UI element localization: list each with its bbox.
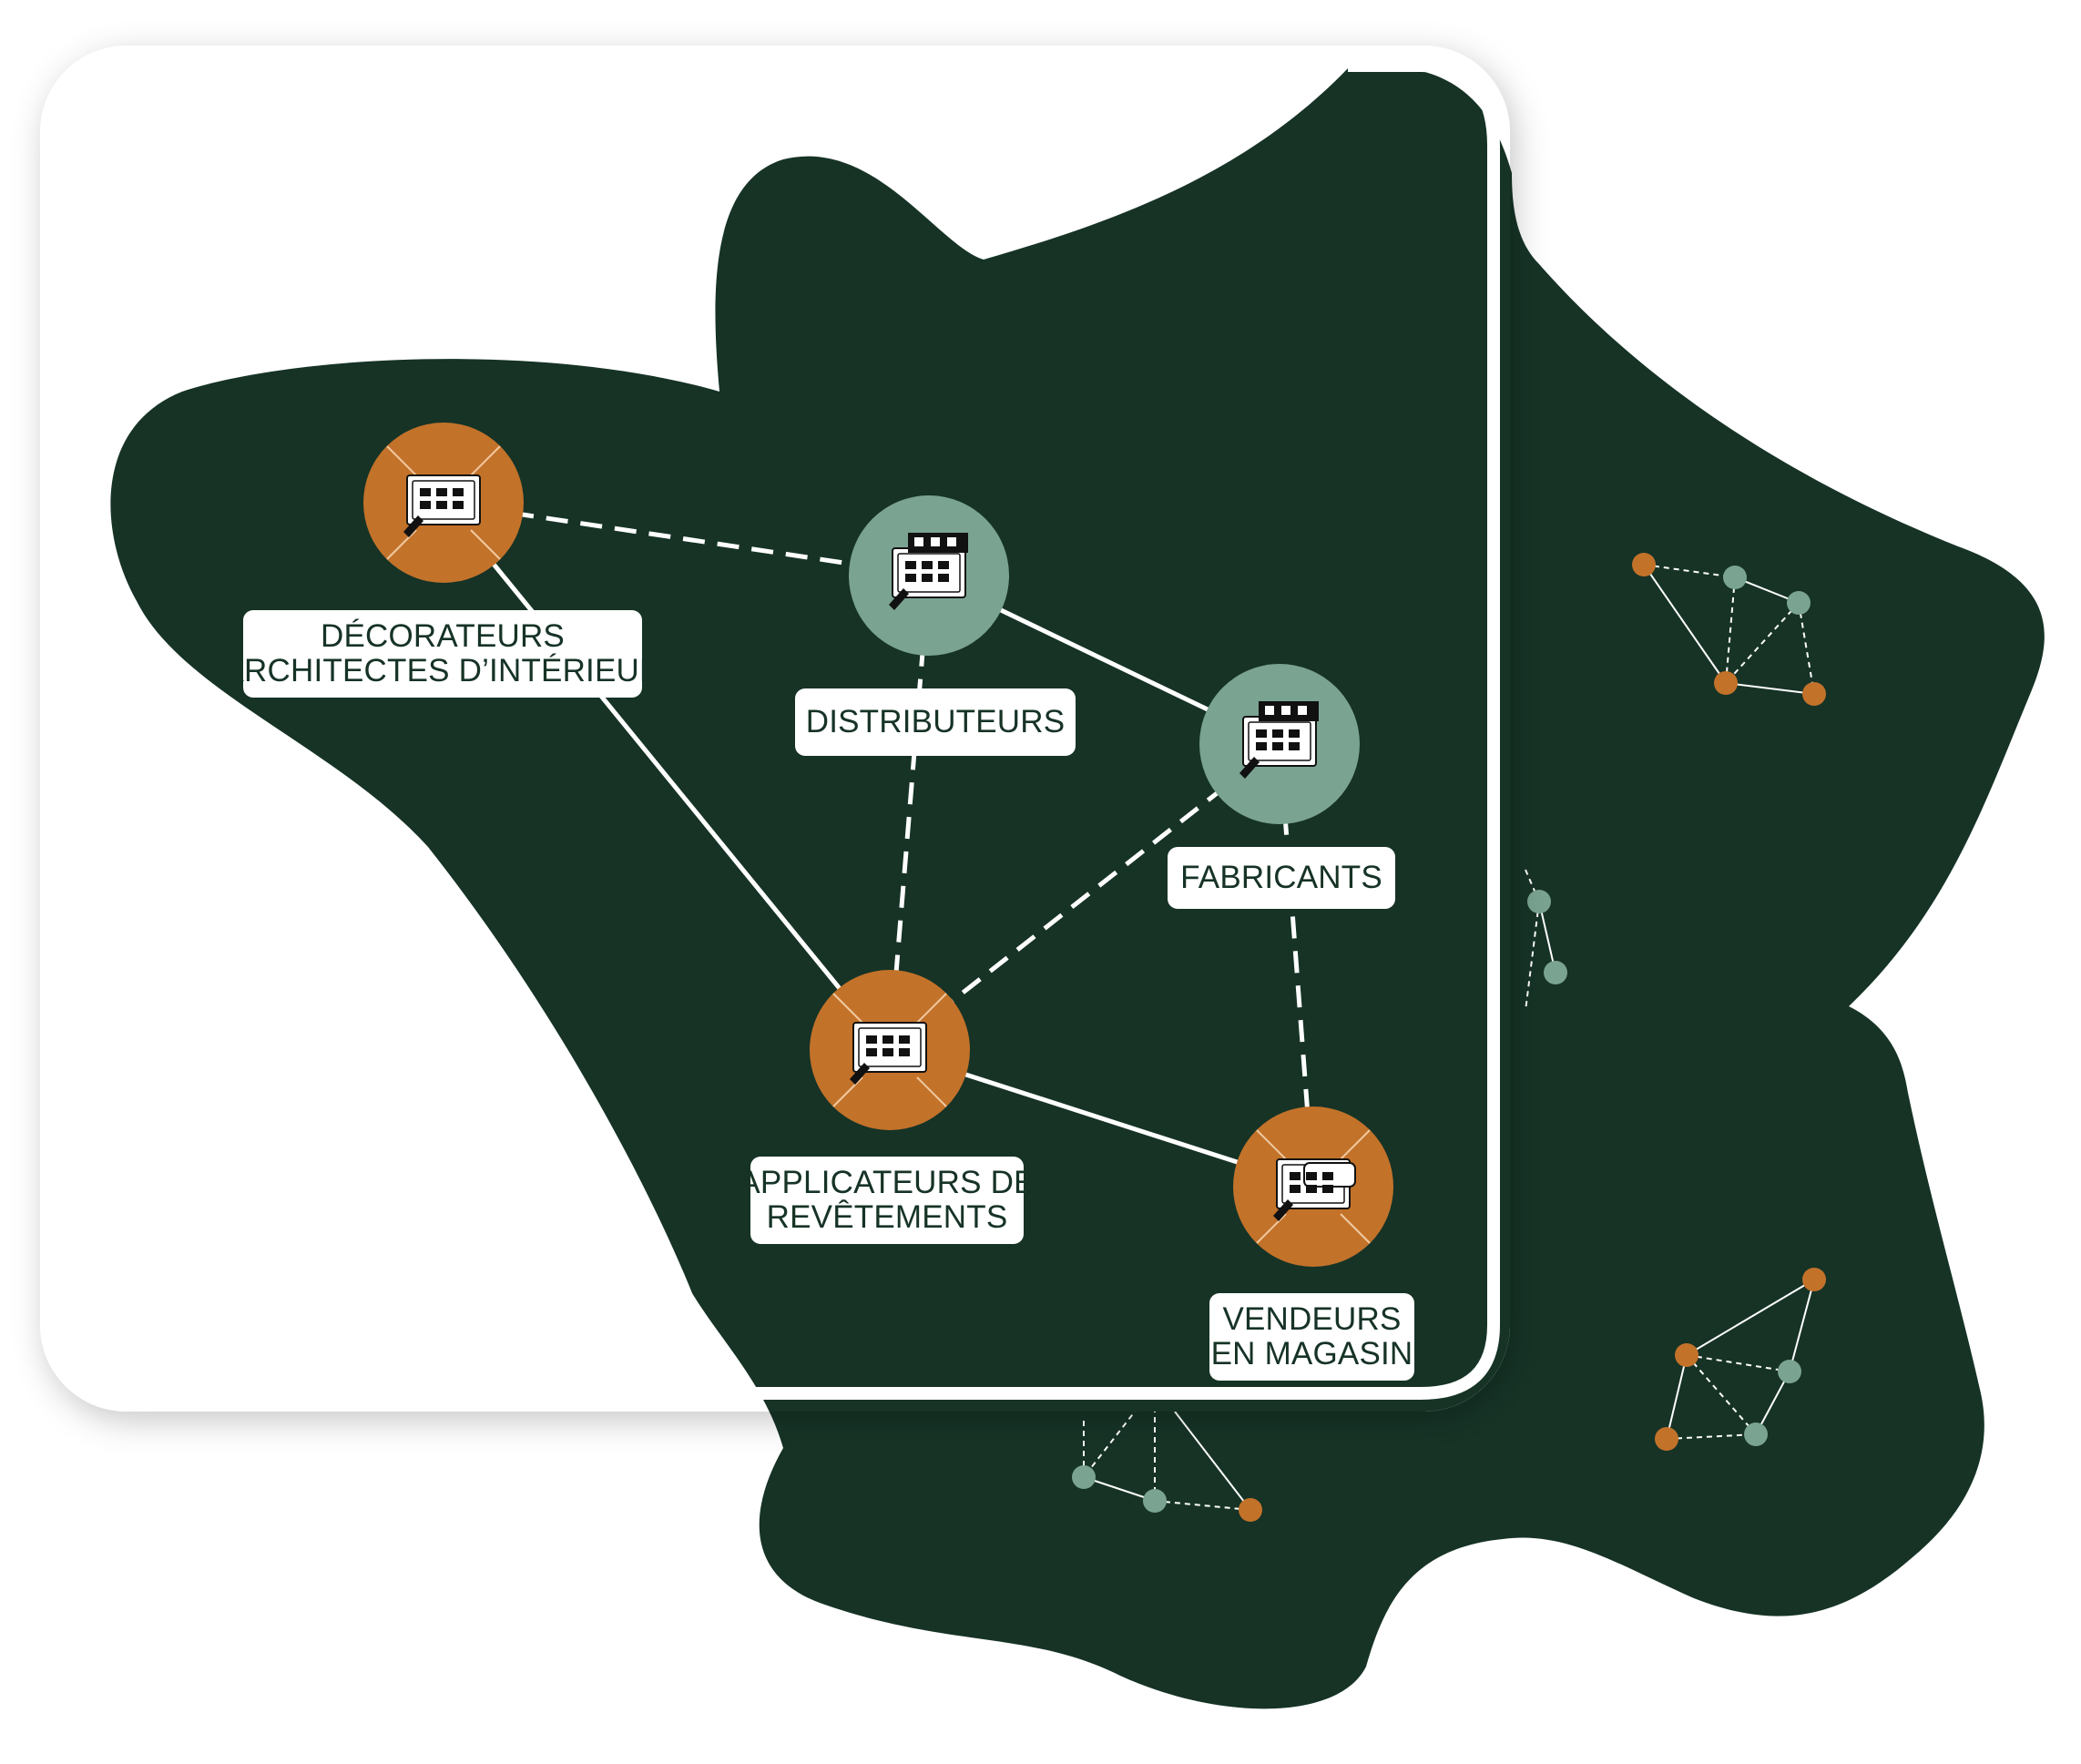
edge-fabricants-applicateurs — [888, 742, 1281, 1052]
node-fabricants — [1199, 664, 1360, 824]
label-applicateurs-line-1: APPLICATEURS DE — [739, 1165, 1035, 1200]
label-decorateurs-line-1: DÉCORATEURS — [321, 618, 565, 654]
label-vendeurs-line-1: VENDEURS — [1222, 1301, 1402, 1337]
node-distributeurs — [849, 495, 1009, 656]
label-distributeurs-line-1: DISTRIBUTEURS — [805, 704, 1066, 739]
label-decorateurs-line-2: ARCHITECTES D’INTÉRIEUR — [222, 653, 663, 688]
mini-network-northeast-dots — [1632, 553, 1826, 706]
label-applicateurs-line-2: REVÊTEMENTS — [766, 1199, 1008, 1235]
storefront-catalog-icon — [889, 533, 968, 610]
label-fabricants-line-1: FABRICANTS — [1180, 860, 1382, 895]
mini-network-east-dots — [1527, 890, 1567, 984]
sofa-catalog-icon — [1256, 1129, 1371, 1244]
mini-network-south-dots — [1072, 1465, 1262, 1522]
mini-network-southeast-dots — [1655, 1268, 1826, 1451]
mini-network-south — [1083, 1406, 1251, 1511]
edge-decorateurs-applicateurs — [442, 501, 892, 1052]
label-distributeurs: DISTRIBUTEURS — [795, 688, 1076, 756]
mini-network-east — [1525, 869, 1556, 1012]
shelves-catalog-icon — [1239, 701, 1319, 779]
mini-network-southeast — [1666, 1279, 1815, 1440]
node-layer — [363, 423, 1393, 1267]
edge-decorateurs-distributeurs — [443, 500, 930, 578]
label-vendeurs-line-2: EN MAGASIN — [1210, 1336, 1413, 1371]
label-decorateurs: DÉCORATEURS ARCHITECTES D’INTÉRIEUR — [223, 610, 662, 698]
node-applicateurs — [810, 970, 970, 1130]
label-applicateurs: APPLICATEURS DE REVÊTEMENTS — [739, 1157, 1035, 1244]
label-fabricants: FABRICANTS — [1168, 847, 1395, 909]
tablet-moodboard-icon — [386, 445, 501, 560]
tablet-room-icon — [832, 993, 947, 1107]
card-frame — [690, 59, 1500, 1400]
node-vendeurs — [1233, 1106, 1393, 1267]
label-vendeurs: VENDEURS EN MAGASIN — [1209, 1293, 1414, 1381]
node-decorateurs — [363, 423, 524, 583]
